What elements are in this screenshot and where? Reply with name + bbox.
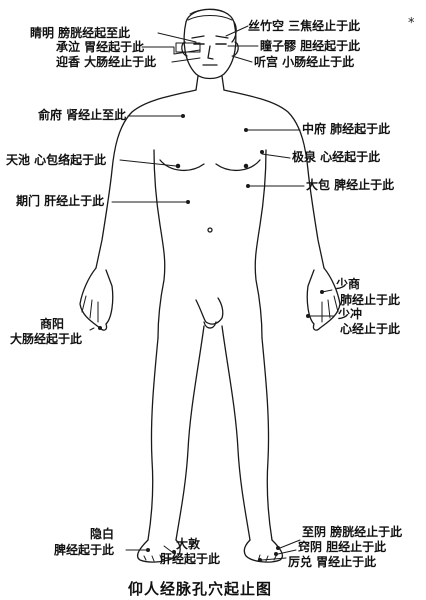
leg-right-inner	[221, 325, 251, 541]
label-qiaoyin: 窍阴 胆经止于此	[298, 540, 387, 554]
acupoint-dots	[98, 114, 324, 562]
chest-left	[159, 159, 205, 171]
foot-right	[243, 539, 284, 563]
neck	[195, 75, 225, 91]
label-lidui: 厉兑 胃经止于此	[288, 555, 377, 569]
label-jingming: 睛明 膀胱经起至此	[30, 26, 131, 40]
label-zhiyin: 至阴 膀胱经止于此	[302, 525, 403, 539]
body-side-left	[153, 149, 166, 339]
label-dadun-name: 大敦	[176, 537, 201, 551]
label-tongziliao: 瞳子髎 胆经起于此	[260, 39, 361, 53]
label-jiquan: 极泉 心经起于此	[292, 150, 381, 164]
label-shaoshang-desc: 肺经止于此	[340, 293, 401, 307]
label-dabao: 大包 脾经止于此	[306, 178, 395, 192]
label-chengqi: 承泣 胃经起于此	[56, 40, 145, 54]
label-tinggong: 听宫 小肠经止于此	[254, 55, 355, 69]
label-dadun-desc: 肝经起于此	[160, 552, 221, 566]
chest-right	[215, 159, 261, 171]
nose	[207, 45, 214, 60]
navel	[207, 227, 213, 233]
head-outline	[183, 21, 237, 80]
figure-caption: 仰人经脉孔穴起止图	[128, 580, 273, 598]
label-tianchi: 天池 心包络起于此	[6, 153, 107, 167]
hand-right	[306, 267, 341, 331]
body-side-right	[254, 149, 267, 339]
eyebrows	[191, 35, 229, 39]
label-shufu: 俞府 肾经止至此	[38, 108, 127, 122]
torso-left	[95, 89, 197, 269]
leg-left-inner	[175, 325, 205, 541]
label-shangyang-desc: 大肠经起于此	[10, 332, 83, 346]
label-yinbai-desc: 脾经起于此	[54, 543, 115, 557]
label-zhongfu: 中府 肺经起于此	[302, 122, 391, 136]
label-shaoshang-name: 少商	[336, 277, 361, 291]
corner-mark: *	[408, 16, 415, 31]
label-shaochong-name: 少冲	[338, 307, 363, 321]
nipple-right	[243, 163, 249, 169]
leg-left-outer	[147, 337, 159, 541]
leg-right-outer	[261, 337, 273, 541]
foot-left	[136, 539, 181, 563]
torso-right	[223, 89, 325, 269]
label-qimen: 期门 肝经止于此	[16, 194, 105, 208]
label-yingxiang: 迎香 大肠经止于此	[56, 55, 157, 69]
label-shangyang-name: 商阳	[40, 317, 65, 331]
leader-lines	[89, 25, 335, 561]
label-shaochong-desc: 心经止于此	[340, 322, 401, 336]
hair-outline	[185, 8, 237, 43]
groin	[195, 297, 224, 325]
label-sizhukong: 丝竹空 三焦经止于此	[248, 19, 361, 33]
label-yinbai-name: 隐白	[90, 527, 115, 541]
